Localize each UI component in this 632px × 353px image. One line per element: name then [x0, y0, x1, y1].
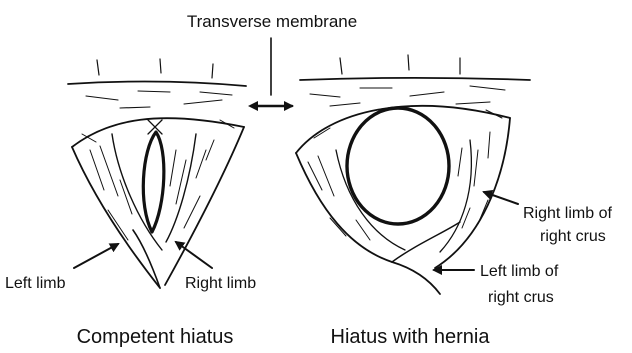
competent-hiatus-opening — [143, 132, 164, 232]
hernia-hiatus-opening — [347, 108, 449, 224]
hernia-bottom-sweep — [392, 262, 440, 294]
left-membrane-ticks — [97, 59, 213, 78]
right-limb-of-right-crus-line1: Right limb of — [523, 205, 612, 222]
hernia-left-outer — [296, 153, 392, 262]
competent-hiatus-drawing — [68, 59, 246, 288]
right-fibres — [308, 110, 502, 240]
left-membrane-hatch — [86, 91, 232, 108]
left-membrane-line — [68, 82, 246, 86]
transverse-membrane-label: Transverse membrane — [187, 12, 357, 31]
hernia-hiatus-drawing — [296, 55, 530, 294]
right-membrane-line — [300, 78, 530, 80]
left-limb-of-right-crus-line1: Left limb of — [480, 263, 559, 280]
caption-hiatus-with-hernia: Hiatus with hernia — [331, 326, 491, 348]
left-limb-label: Left limb — [5, 275, 66, 292]
left-limb-arrow — [74, 244, 118, 268]
left-limb-of-right-crus-line2: right crus — [488, 289, 554, 306]
right-membrane-ticks — [340, 55, 460, 74]
right-limb-label: Right limb — [185, 275, 256, 292]
hernia-right-inner — [440, 140, 471, 252]
right-limb-inner — [166, 134, 196, 242]
right-limb-of-right-crus-line2: right crus — [540, 228, 606, 245]
right-membrane-hatch — [310, 86, 505, 106]
caption-competent-hiatus: Competent hiatus — [77, 326, 234, 348]
right-limb-outer — [165, 127, 244, 285]
